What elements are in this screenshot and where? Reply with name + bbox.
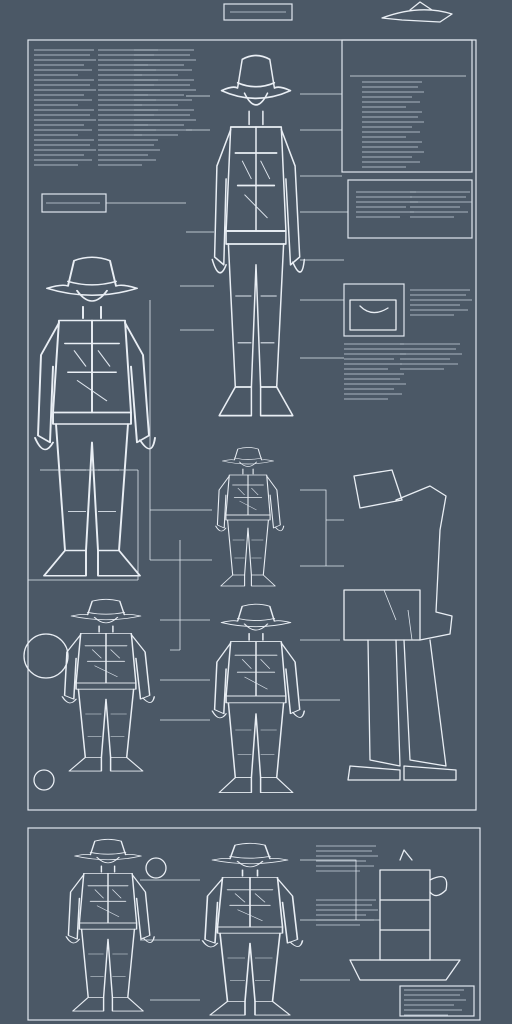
figure-front-view-bottom-left	[65, 838, 155, 1012]
figure-detail-view-bottom-right	[349, 849, 461, 981]
upper-frame	[27, 39, 477, 811]
data-table-upper-right	[341, 39, 473, 173]
figure-seated-view-right	[343, 469, 457, 781]
notes-block-bottom-right	[315, 845, 475, 1017]
figure-front-view-lower-mid	[211, 603, 306, 794]
figure-side-view-mid	[215, 446, 285, 587]
figure-front-view-bottom-mid	[201, 842, 304, 1016]
data-table-mid-right	[347, 179, 473, 239]
label-box-left	[41, 193, 186, 213]
title-block	[223, 3, 293, 21]
spur-detail-circle	[33, 769, 55, 791]
hat-sketch-top-right	[381, 1, 453, 23]
leader-lines-bottom	[140, 859, 380, 1001]
figure-front-view-upper	[211, 54, 306, 417]
detail-box-right	[343, 283, 473, 400]
hat-detail-circle	[23, 633, 69, 679]
hand-detail-circle	[145, 857, 167, 879]
notes-block-upper-left	[33, 49, 197, 166]
figure-rear-view-lower-left	[61, 598, 156, 772]
figure-three-quarter-view-left	[34, 256, 156, 577]
leader-lines	[28, 93, 348, 721]
lower-frame	[27, 827, 481, 1021]
